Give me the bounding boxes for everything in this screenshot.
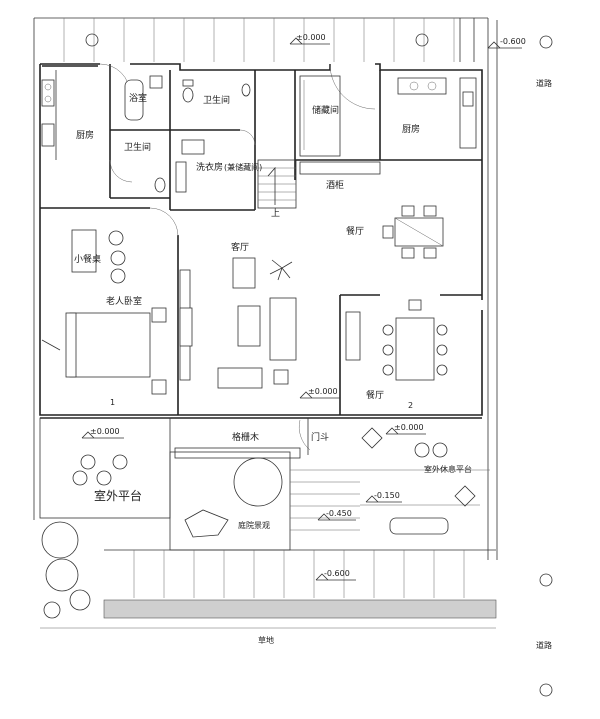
section-markers: 1 2 <box>110 398 413 410</box>
room-labels: 厨房 浴室 卫生间 卫生间 洗衣房 (兼储藏间) 储藏间 厨房 酒柜 餐厅 客厅… <box>74 78 552 650</box>
label-living: 客厅 <box>231 241 249 253</box>
level-step-450: -0.450 <box>326 509 352 518</box>
level-top-right: -0.600 <box>500 37 526 46</box>
level-living: ±0.000 <box>308 387 338 396</box>
house-walls <box>39 63 483 419</box>
label-door-bucket: 门斗 <box>311 431 329 443</box>
label-elder-bedroom: 老人卧室 <box>106 295 142 307</box>
level-bottom: -0.600 <box>324 569 350 578</box>
label-terrace-right: 室外休息平台 <box>424 464 472 474</box>
label-dining-top: 餐厅 <box>346 225 364 237</box>
level-terrace-right: ±0.000 <box>394 423 424 432</box>
section-marker-2: 2 <box>408 401 413 410</box>
section-marker-1: 1 <box>110 398 115 407</box>
label-laundry-note: (兼储藏间) <box>224 162 262 172</box>
kitchen-left-fixtures <box>41 70 57 160</box>
label-stair-up: 上 <box>271 208 280 219</box>
stair <box>257 75 341 209</box>
label-bathroom-small: 浴室 <box>129 92 147 104</box>
lawn-strip <box>40 521 497 629</box>
level-top-entry: ±0.000 <box>296 33 326 42</box>
label-storage: 储藏间 <box>312 104 339 116</box>
dining-table-top <box>382 205 444 259</box>
level-markers: ±0.000 -0.600 ±0.000 ±0.000 ±0.000 -0.15… <box>81 33 526 581</box>
kitchen-right-fixtures <box>299 77 477 175</box>
label-laundry: 洗衣房 <box>196 161 223 173</box>
label-garden: 庭院景观 <box>238 520 270 530</box>
site-boundary <box>33 17 498 560</box>
living-furniture <box>179 257 297 389</box>
label-pergola: 格栅木 <box>232 431 259 443</box>
label-wine-cabinet: 酒柜 <box>326 179 344 191</box>
label-kitchen-right: 厨房 <box>402 123 420 135</box>
level-step-150: -0.150 <box>374 491 400 500</box>
label-toilet-top: 卫生间 <box>203 94 230 106</box>
label-road-bottom: 道路 <box>536 640 552 650</box>
person-markers <box>85 33 553 697</box>
label-toilet-left: 卫生间 <box>124 141 151 153</box>
label-road-top: 道路 <box>536 78 552 88</box>
label-terrace-left: 室外平台 <box>94 488 142 503</box>
terrace-area <box>39 417 490 551</box>
label-lawn: 草地 <box>258 635 274 645</box>
label-small-dining: 小餐桌 <box>74 253 101 265</box>
bathroom-fixtures <box>124 75 251 193</box>
level-terrace-left: ±0.000 <box>90 427 120 436</box>
label-kitchen-left: 厨房 <box>76 129 94 141</box>
bedroom-furniture <box>41 229 167 395</box>
label-dining-bottom: 餐厅 <box>366 389 384 401</box>
dining-table-bottom <box>345 299 448 381</box>
